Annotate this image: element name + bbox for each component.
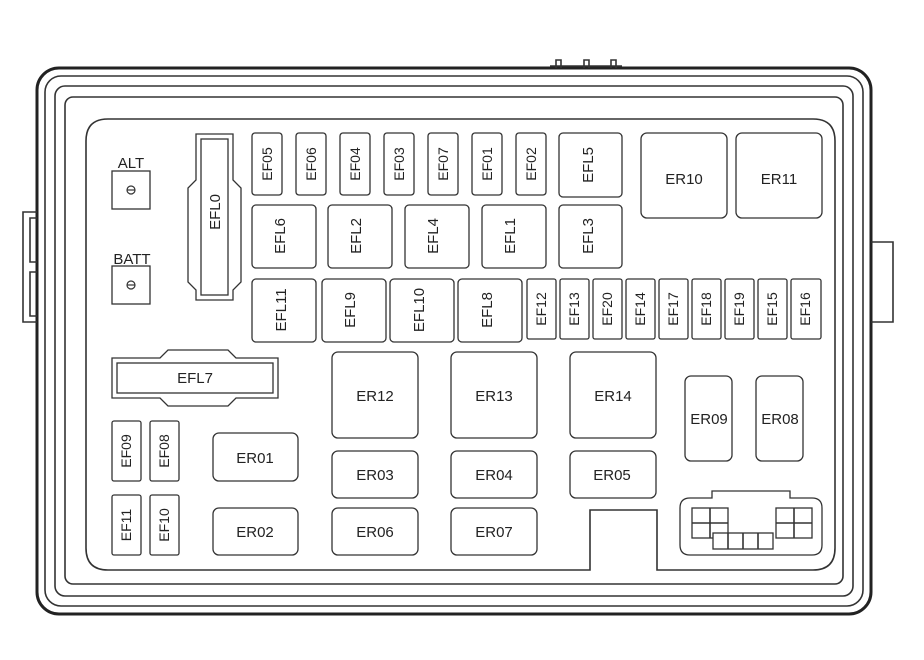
fuse-efl10: EFL10 — [389, 278, 455, 343]
fuse-ef07-label: EF07 — [435, 147, 451, 181]
relay-er14: ER14 — [569, 351, 657, 439]
fuse-efl3: EFL3 — [558, 204, 623, 269]
fuse-efl0-label: EFL0 — [207, 194, 224, 230]
relay-er09-label: ER09 — [690, 411, 728, 428]
fuse-ef06: EF06 — [295, 132, 327, 196]
inner-panel — [85, 118, 836, 571]
fuse-efl2: EFL2 — [327, 204, 393, 269]
fuse-ef06-label: EF06 — [303, 147, 319, 181]
fuse-efl4-label: EFL4 — [425, 218, 442, 254]
relay-er06: ER06 — [331, 507, 419, 556]
fuse-ef02: EF02 — [515, 132, 547, 196]
fuse-ef04-label: EF04 — [347, 147, 363, 181]
fuse-ef10: EF10 — [149, 494, 180, 556]
fuse-efl1: EFL1 — [481, 204, 547, 269]
fuse-ef09-label: EF09 — [118, 434, 134, 468]
fuse-efl11-label: EFL11 — [273, 288, 290, 331]
fuse-ef01: EF01 — [471, 132, 503, 196]
fuse-efl5: EFL5 — [558, 132, 623, 198]
fuse-ef19-label: EF19 — [731, 292, 747, 326]
fuse-efl6-label: EFL6 — [272, 218, 289, 254]
fuse-efl9-label: EFL9 — [342, 292, 359, 328]
fuse-ef04: EF04 — [339, 132, 371, 196]
relay-er07-label: ER07 — [475, 524, 513, 541]
fuse-ef03: EF03 — [383, 132, 415, 196]
fuse-ef02-label: EF02 — [523, 147, 539, 181]
fuse-ef18: EF18 — [691, 278, 722, 340]
fuse-efl3-label: EFL3 — [580, 218, 597, 254]
relay-er04: ER04 — [450, 450, 538, 499]
fuse-ef16: EF16 — [790, 278, 822, 340]
fuse-efl6: EFL6 — [251, 204, 317, 269]
relay-er06-label: ER06 — [356, 524, 394, 541]
fuse-ef12-label: EF12 — [533, 292, 549, 326]
fuse-efl7: EFL7 — [111, 349, 279, 407]
relay-er11: ER11 — [735, 132, 823, 219]
relay-er01: ER01 — [212, 432, 299, 482]
fuse-efl2-label: EFL2 — [348, 218, 365, 254]
fuse-efl8: EFL8 — [457, 278, 523, 343]
fuse-ef20: EF20 — [592, 278, 623, 340]
relay-er03-label: ER03 — [356, 467, 394, 484]
alt-label: ALT — [118, 155, 144, 172]
fuse-ef14: EF14 — [625, 278, 656, 340]
fuse-efl1-label: EFL1 — [502, 218, 519, 254]
connector-icon — [679, 490, 823, 556]
fuse-ef08-label: EF08 — [156, 434, 172, 468]
fuse-ef20-label: EF20 — [599, 292, 615, 326]
fuse-efl11: EFL11 — [251, 278, 317, 343]
fuse-ef19: EF19 — [724, 278, 755, 340]
fuse-ef16-label: EF16 — [797, 292, 813, 326]
relay-er13-label: ER13 — [475, 388, 513, 405]
fuse-ef05: EF05 — [251, 132, 283, 196]
fuse-ef17: EF17 — [658, 278, 689, 340]
fuse-ef08: EF08 — [149, 420, 180, 482]
fuse-ef15-label: EF15 — [764, 292, 780, 326]
fuse-ef13-label: EF13 — [566, 292, 582, 326]
relay-er02-label: ER02 — [236, 524, 274, 541]
batt-label: BATT — [113, 251, 150, 268]
fuse-ef10-label: EF10 — [156, 508, 172, 542]
fuse-ef18-label: EF18 — [698, 292, 714, 326]
fuse-ef15: EF15 — [757, 278, 788, 340]
relay-er03: ER03 — [331, 450, 419, 499]
relay-er12-label: ER12 — [356, 388, 394, 405]
fuse-ef14-label: EF14 — [632, 292, 648, 326]
relay-er08-label: ER08 — [761, 411, 799, 428]
fuse-ef17-label: EF17 — [665, 292, 681, 326]
relay-er11-label: ER11 — [761, 171, 797, 188]
fuse-ef07: EF07 — [427, 132, 459, 196]
relay-er10-label: ER10 — [665, 171, 703, 188]
relay-er04-label: ER04 — [475, 467, 513, 484]
fuse-ef12: EF12 — [526, 278, 557, 340]
relay-er01-label: ER01 — [236, 450, 274, 467]
fuse-ef13: EF13 — [559, 278, 590, 340]
relay-er07: ER07 — [450, 507, 538, 556]
fuse-ef09: EF09 — [111, 420, 142, 482]
fuse-efl7-label: EFL7 — [177, 370, 213, 387]
relay-er14-label: ER14 — [594, 388, 632, 405]
relay-er05: ER05 — [569, 450, 657, 499]
fuse-ef01-label: EF01 — [479, 147, 495, 181]
fuse-efl5-label: EFL5 — [580, 147, 597, 183]
relay-er12: ER12 — [331, 351, 419, 439]
relay-er10: ER10 — [640, 132, 728, 219]
fuse-efl8-label: EFL8 — [479, 292, 496, 328]
fuse-efl4: EFL4 — [404, 204, 470, 269]
relay-er02: ER02 — [212, 507, 299, 556]
fuse-efl9: EFL9 — [321, 278, 387, 343]
fuse-ef05-label: EF05 — [259, 147, 275, 181]
relay-er09: ER09 — [684, 375, 733, 462]
fuse-ef03-label: EF03 — [391, 147, 407, 181]
relay-er05-label: ER05 — [593, 467, 631, 484]
fuse-efl10-label: EFL10 — [411, 288, 428, 332]
fuse-ef11: EF11 — [111, 494, 142, 556]
fuse-efl0: EFL0 — [187, 133, 242, 301]
fuse-ef11-label: EF11 — [118, 509, 134, 542]
relay-er13: ER13 — [450, 351, 538, 439]
relay-er08: ER08 — [755, 375, 804, 462]
housing — [22, 59, 894, 616]
